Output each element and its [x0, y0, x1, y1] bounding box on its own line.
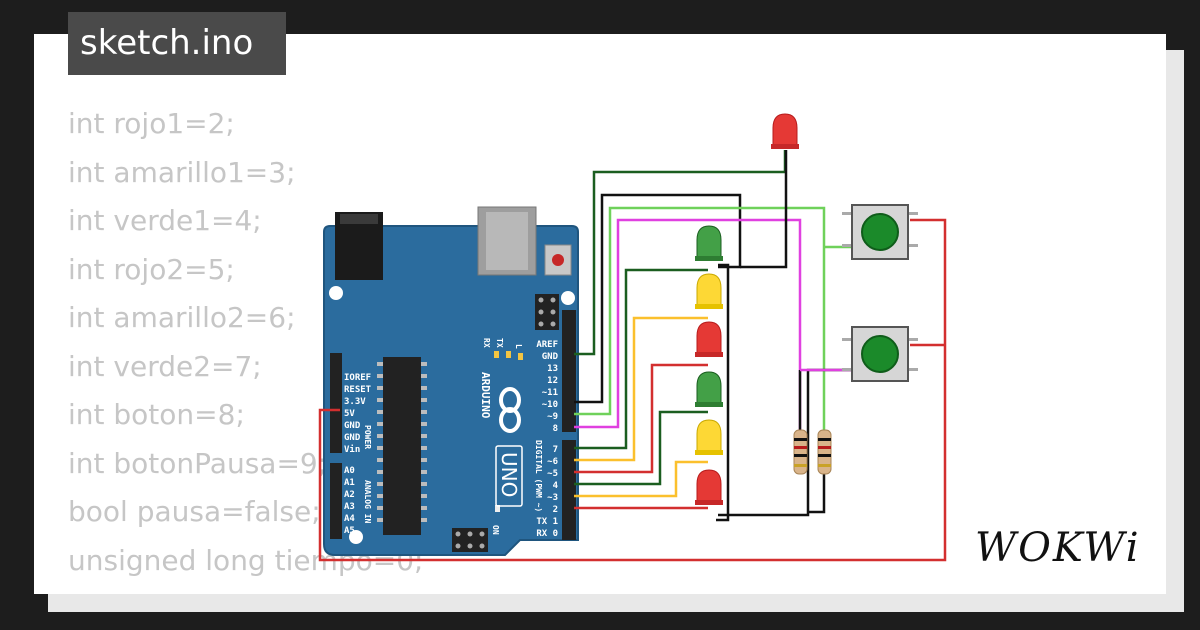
pin-label: A0 [344, 466, 355, 476]
pin-label: ~9 [547, 412, 558, 422]
resistor [793, 429, 808, 475]
pin-label: A2 [344, 490, 355, 500]
circuit-diagram: IOREF RESET 3.3V 5V GND GND Vin A0 A1 A2… [318, 113, 947, 562]
pushbutton-2[interactable] [842, 326, 918, 382]
pin-label: ~3 [547, 493, 558, 503]
file-tab[interactable]: sketch.ino [68, 12, 286, 75]
code-line: void setup(){ [68, 585, 423, 594]
analog-header [330, 463, 342, 539]
arduino-brand: ARDUINO [479, 372, 492, 419]
code-line: int amarillo1=3; [68, 155, 296, 189]
analog-label: ANALOG IN [363, 480, 372, 524]
pin-label: GND [344, 421, 361, 431]
led-red-1[interactable] [695, 321, 723, 357]
pin-label: ~5 [547, 469, 558, 479]
pin-label: ~10 [542, 400, 558, 410]
code-line: int verde2=7; [68, 349, 262, 383]
code-line: int boton=8; [68, 398, 245, 431]
led-yellow-1[interactable] [695, 273, 723, 309]
led-red-2[interactable] [695, 469, 723, 505]
pin-label: A1 [344, 478, 355, 488]
pin-label: RESET [344, 385, 372, 395]
led-green-2[interactable] [695, 371, 723, 407]
pin-label: GND [542, 352, 559, 362]
led-red-top[interactable] [771, 113, 799, 149]
pin-label: 2 [553, 505, 558, 515]
arduino-uno-board[interactable]: IOREF RESET 3.3V 5V GND GND Vin A0 A1 A2… [323, 206, 579, 556]
resistor [817, 429, 832, 475]
pin-label: ~11 [542, 388, 558, 398]
wires [318, 150, 947, 562]
code-line: int amarillo2=6; [68, 301, 296, 334]
pin-label: 13 [547, 364, 558, 374]
digital-label: DIGITAL (PWM ~) [534, 440, 543, 512]
pin-label: AREF [536, 340, 558, 350]
power-label: POWER [363, 425, 372, 449]
led-green-1[interactable] [695, 225, 723, 261]
arduino-infinity-logo [499, 387, 521, 433]
on-label: ON [491, 525, 500, 535]
code-listing: int rojo1=2; int amarillo1=3; int verde1… [68, 100, 423, 594]
pin-label: 7 [553, 445, 558, 455]
pin-label: 4 [553, 481, 559, 491]
code-line: int rojo2=5; [68, 252, 235, 286]
pin-label: A3 [344, 502, 355, 512]
mounting-hole [561, 291, 575, 305]
atmega-chip [383, 357, 421, 535]
mounting-hole [329, 286, 343, 300]
code-line: int verde1=4; [68, 204, 262, 237]
pin-label: A4 [344, 514, 355, 524]
digital-header-bottom [562, 440, 576, 540]
led-yellow-2[interactable] [695, 419, 723, 455]
pin-label: GND [344, 433, 361, 443]
pin-label: 5V [344, 409, 355, 419]
wokwi-logo: WOKWi [975, 525, 1141, 571]
preview-card: int rojo1=2; int amarillo1=3; int verde1… [34, 34, 1166, 594]
pin-label: 12 [547, 376, 558, 386]
pin-label: A5 [344, 526, 355, 536]
icsp-header-2 [452, 528, 488, 552]
pin-label: ~6 [547, 457, 558, 467]
pin-label: 8 [553, 424, 558, 434]
digital-header-top [562, 310, 576, 432]
code-line: int botonPausa=9; [68, 446, 328, 480]
mounting-hole [349, 530, 363, 544]
code-line: int rojo1=2; [68, 107, 235, 140]
icsp-header [535, 294, 559, 330]
code-line: bool pausa=false; [68, 495, 321, 528]
rx-label: RX [482, 338, 491, 348]
pin-label: RX 0 [536, 529, 558, 539]
tx-label: TX [495, 338, 504, 348]
power-header [330, 353, 342, 453]
uno-model: UNO [497, 452, 521, 497]
pin-label: 3.3V [344, 397, 366, 407]
l-led-label: L [514, 344, 523, 349]
pin-label: TX 1 [536, 517, 558, 527]
pin-label: IOREF [344, 373, 371, 383]
pushbutton-1[interactable] [842, 204, 918, 260]
pin-label: Vin [344, 444, 360, 455]
